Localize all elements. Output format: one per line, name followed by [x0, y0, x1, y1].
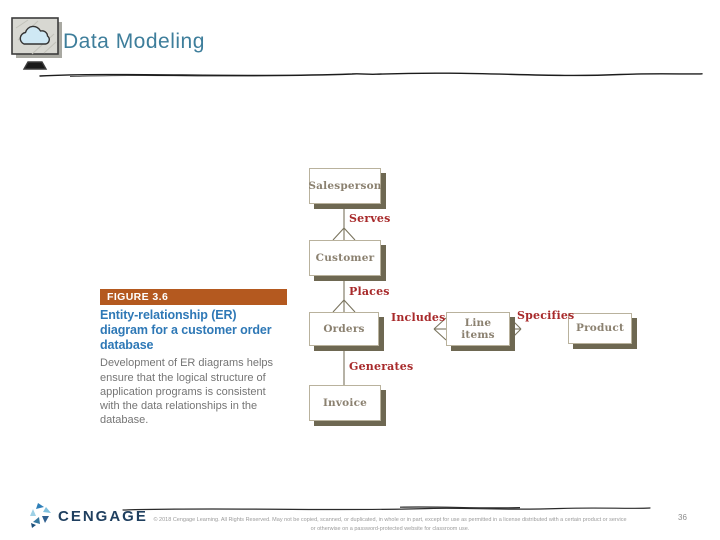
entity-line-items: Line items: [446, 312, 510, 346]
figure-description: Development of ER diagrams helps ensure …: [100, 357, 274, 427]
relationship-places: Places: [349, 285, 390, 298]
cengage-swirl-icon: [30, 503, 51, 528]
monitor-cloud-icon: [11, 17, 62, 70]
entity-orders: Orders: [309, 312, 379, 346]
copyright-text: © 2018 Cengage Learning. All Rights Rese…: [130, 516, 650, 533]
entity-invoice: Invoice: [309, 385, 381, 421]
cengage-logo: CENGAGE: [28, 503, 148, 529]
brand-name: CENGAGE: [58, 507, 148, 525]
relationship-generates: Generates: [349, 360, 414, 373]
entity-salesperson: Salesperson: [308, 168, 381, 204]
relationship-specifies: Specifies: [517, 309, 575, 322]
page-number: 36: [678, 513, 687, 522]
relationship-serves: Serves: [349, 212, 391, 225]
entity-product: Product: [568, 313, 632, 344]
entity-customer: Customer: [309, 240, 381, 276]
copyright-line-2: or otherwise on a password-protected web…: [310, 525, 470, 532]
copyright-line-1: © 2018 Cengage Learning. All Rights Rese…: [153, 517, 627, 523]
page-title: Data Modeling: [63, 30, 205, 53]
figure-heading: Entity-relationship (ER) diagram for a c…: [100, 308, 272, 352]
figure-label: FIGURE 3.6: [100, 289, 287, 305]
figure-caption: FIGURE 3.6 Entity-relationship (ER) diag…: [100, 289, 287, 428]
relationship-includes: Includes: [391, 311, 446, 324]
